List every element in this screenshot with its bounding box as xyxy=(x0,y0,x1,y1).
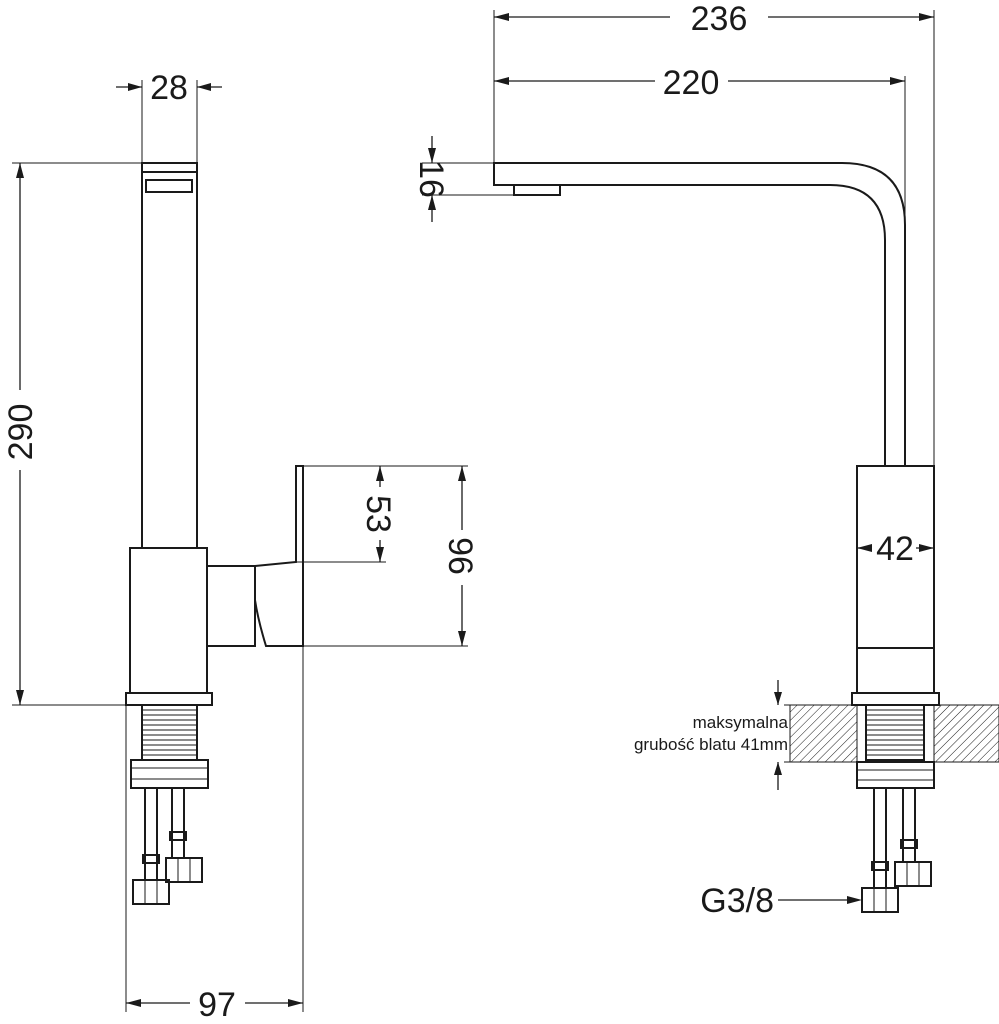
front-hose-nut-2 xyxy=(894,861,932,887)
side-view xyxy=(125,162,304,905)
side-spout-column xyxy=(141,162,198,549)
dimension-236-label: 236 xyxy=(691,0,748,38)
dimension-96-label: 96 xyxy=(441,537,479,575)
dimension-42-label: 42 xyxy=(876,530,914,568)
dimension-97-label: 97 xyxy=(198,986,236,1024)
countertop-section-right xyxy=(933,704,999,763)
countertop-thickness-note: maksymalna grubość blatu 41mm xyxy=(634,680,789,790)
front-spout-aerator xyxy=(513,184,561,196)
front-body xyxy=(856,465,935,694)
dimension-53-label: 53 xyxy=(359,495,397,533)
dimension-16: 16 xyxy=(412,136,514,222)
side-spout-tip xyxy=(145,179,193,193)
front-spout xyxy=(493,162,906,467)
front-threaded-shank xyxy=(865,704,925,761)
countertop-note-line2: grubość blatu 41mm xyxy=(634,735,788,754)
dimension-16-label: 16 xyxy=(412,160,450,198)
front-mounting-nut xyxy=(856,761,935,789)
side-supply-hoses xyxy=(132,788,203,905)
dimension-28-label: 28 xyxy=(150,69,188,107)
side-thread-lines xyxy=(142,709,197,756)
side-lever-handle xyxy=(254,465,304,647)
dimension-97: 97 xyxy=(125,646,304,1024)
front-base-flange xyxy=(851,692,940,706)
countertop-section-left xyxy=(789,704,858,763)
dimension-96: 96 xyxy=(303,465,479,647)
dimension-28: 28 xyxy=(116,69,222,163)
side-mounting-nut xyxy=(130,759,209,789)
dimension-290: 290 xyxy=(2,162,142,706)
connection-size-label: G3/8 xyxy=(700,882,774,920)
side-body xyxy=(129,547,208,694)
connection-size-callout: G3/8 xyxy=(700,882,862,920)
countertop-note-line1: maksymalna xyxy=(693,713,789,732)
dimension-290-label: 290 xyxy=(2,404,40,461)
dimension-236: 236 xyxy=(493,0,935,466)
dimension-220-label: 220 xyxy=(663,64,720,102)
front-view xyxy=(493,162,999,913)
side-hose-nut-2 xyxy=(165,857,203,883)
front-thread-lines xyxy=(866,709,924,756)
side-lever-connector xyxy=(206,565,256,647)
dimension-53: 53 xyxy=(296,465,397,563)
side-threaded-shank xyxy=(141,704,198,761)
front-hose-nut-1 xyxy=(861,887,899,913)
dimension-220: 220 xyxy=(494,64,906,225)
front-supply-hoses xyxy=(861,788,932,913)
dimension-42: 42 xyxy=(857,530,934,568)
side-base-flange xyxy=(125,692,213,706)
side-hose-nut-1 xyxy=(132,879,170,905)
